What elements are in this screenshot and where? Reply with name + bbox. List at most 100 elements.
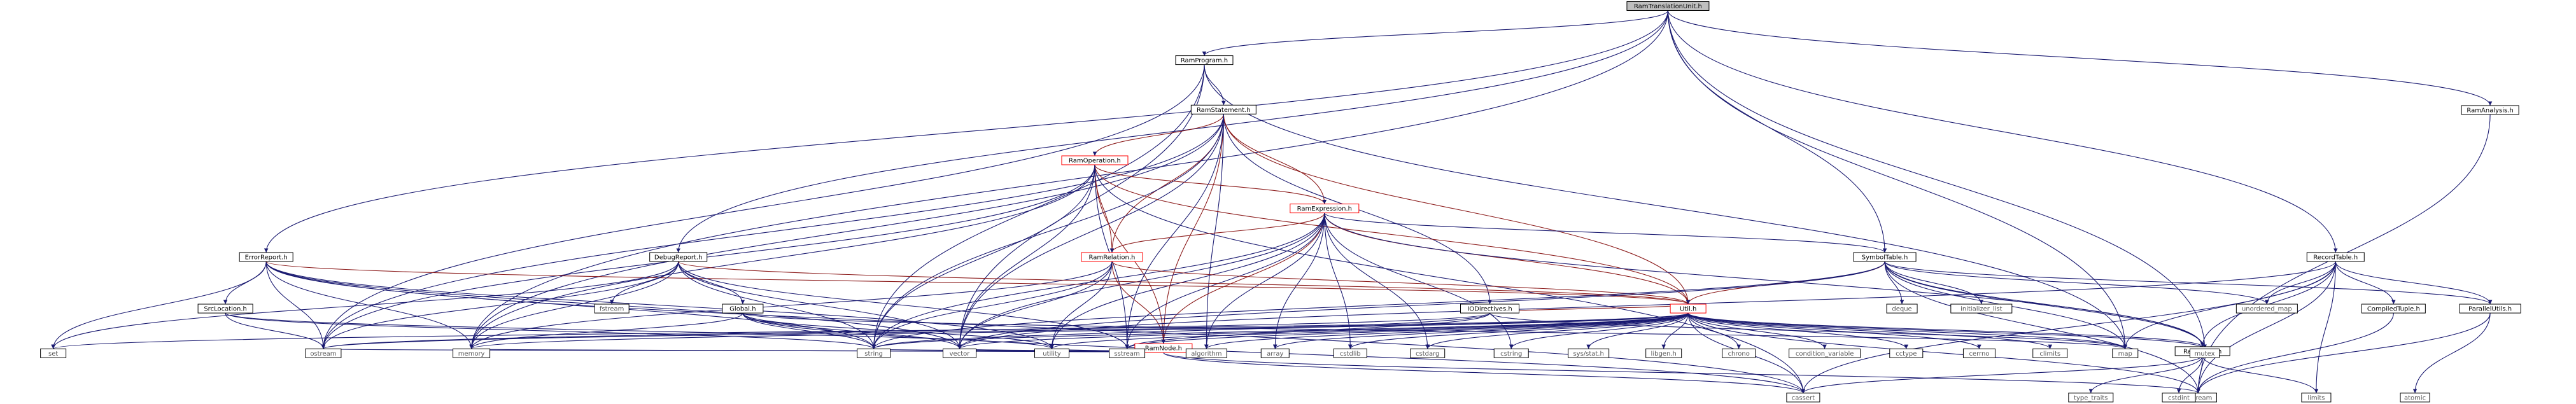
node-condvar[interactable]: condition_variable <box>1789 348 1861 358</box>
node-cassert[interactable]: cassert <box>1786 393 1820 403</box>
node-expression[interactable]: RamExpression.h <box>1290 204 1360 214</box>
node-fstream[interactable]: fstream <box>594 303 630 314</box>
node-box-deque[interactable] <box>1886 303 1918 314</box>
node-cerrno[interactable]: cerrno <box>1962 348 1995 358</box>
node-memory[interactable]: memory <box>453 348 491 358</box>
node-map[interactable]: map <box>2112 348 2139 358</box>
node-algorithm[interactable]: algorithm <box>1185 348 1227 358</box>
node-parallelutils[interactable]: ParallelUtils.h <box>2459 303 2521 314</box>
node-box-sysstat[interactable] <box>1568 348 1610 358</box>
node-debugreport[interactable]: DebugReport.h <box>649 252 708 262</box>
node-unorderedmap[interactable]: unordered_map <box>2235 303 2298 314</box>
node-box-ostream[interactable] <box>305 348 342 358</box>
node-box-cstdint[interactable] <box>2162 393 2196 403</box>
node-box-unorderedmap[interactable] <box>2235 303 2298 314</box>
node-box-libgen[interactable] <box>1645 348 1682 358</box>
node-box-chrono[interactable] <box>1722 348 1756 358</box>
node-relation[interactable]: RamRelation.h <box>1081 252 1143 262</box>
node-compiledtuple[interactable]: CompiledTuple.h <box>2361 303 2426 314</box>
node-cstring[interactable]: cstring <box>1493 348 1529 358</box>
node-box-srcloc[interactable] <box>197 303 253 314</box>
node-sysstat[interactable]: sys/stat.h <box>1568 348 1610 358</box>
edge-expression-to-ramnode <box>1161 212 1325 344</box>
node-libgen[interactable]: libgen.h <box>1645 348 1682 358</box>
node-box-typetraits[interactable] <box>2068 393 2114 403</box>
node-box-set[interactable] <box>40 348 67 358</box>
node-box-errorreport[interactable] <box>239 252 293 262</box>
node-label-util: Util.h <box>1680 306 1696 313</box>
node-box-fstream[interactable] <box>594 303 630 314</box>
node-typetraits[interactable]: type_traits <box>2068 393 2114 403</box>
node-box-global[interactable] <box>722 303 764 314</box>
node-box-expression[interactable] <box>1290 204 1360 214</box>
node-recordtable[interactable]: RecordTable.h <box>2306 252 2365 262</box>
node-box-symboltable[interactable] <box>1853 252 1917 262</box>
node-box-cerrno[interactable] <box>1962 348 1995 358</box>
node-box-cassert[interactable] <box>1786 393 1820 403</box>
node-array[interactable]: array <box>1260 348 1290 358</box>
node-cctype[interactable]: cctype <box>1889 348 1924 358</box>
node-box-string[interactable] <box>857 348 891 358</box>
node-climits[interactable]: climits <box>2032 348 2068 358</box>
node-box-cstdlib[interactable] <box>1333 348 1367 358</box>
node-box-root[interactable] <box>1626 1 1710 11</box>
node-vector[interactable]: vector <box>943 348 977 358</box>
node-box-cstdarg[interactable] <box>1410 348 1446 358</box>
node-box-map[interactable] <box>2112 348 2139 358</box>
node-box-array[interactable] <box>1260 348 1290 358</box>
node-operation[interactable]: RamOperation.h <box>1061 155 1129 165</box>
node-initlist[interactable]: initializer_list <box>1950 303 2013 314</box>
node-set[interactable]: set <box>40 348 67 358</box>
node-box-algorithm[interactable] <box>1185 348 1227 358</box>
node-symboltable[interactable]: SymbolTable.h <box>1853 252 1917 262</box>
node-box-cctype[interactable] <box>1889 348 1924 358</box>
node-box-compiledtuple[interactable] <box>2361 303 2426 314</box>
node-box-utility[interactable] <box>1034 348 1070 358</box>
edge-errorreport-to-srcloc <box>223 261 267 305</box>
node-program[interactable]: RamProgram.h <box>1175 55 1234 66</box>
node-ostream[interactable]: ostream <box>305 348 342 358</box>
node-box-condvar[interactable] <box>1789 348 1861 358</box>
node-statement[interactable]: RamStatement.h <box>1190 104 1256 115</box>
node-box-debugreport[interactable] <box>649 252 708 262</box>
node-mutex[interactable]: mutex <box>2190 348 2220 358</box>
node-ramnode[interactable]: RamNode.h <box>1134 343 1193 353</box>
node-sstream[interactable]: sstream <box>1109 348 1146 358</box>
node-box-cstring[interactable] <box>1493 348 1529 358</box>
node-box-ramanalysis[interactable] <box>2461 105 2519 115</box>
node-box-program[interactable] <box>1175 55 1234 66</box>
node-box-limits[interactable] <box>2301 393 2332 403</box>
node-cstdint[interactable]: cstdint <box>2162 393 2196 403</box>
node-cstdarg[interactable]: cstdarg <box>1410 348 1446 358</box>
node-box-iodirectives[interactable] <box>1460 303 1520 314</box>
node-utility[interactable]: utility <box>1034 348 1070 358</box>
node-errorreport[interactable]: ErrorReport.h <box>239 252 293 262</box>
node-box-parallelutils[interactable] <box>2459 303 2521 314</box>
node-box-vector[interactable] <box>943 348 977 358</box>
node-box-relation[interactable] <box>1081 252 1143 262</box>
node-box-operation[interactable] <box>1061 155 1129 165</box>
node-box-climits[interactable] <box>2032 348 2068 358</box>
edge-program-to-statement <box>1204 64 1226 106</box>
node-cstdlib[interactable]: cstdlib <box>1333 348 1367 358</box>
node-box-statement[interactable] <box>1190 104 1256 115</box>
node-ramanalysis[interactable]: RamAnalysis.h <box>2461 105 2519 115</box>
node-chrono[interactable]: chrono <box>1722 348 1756 358</box>
node-box-memory[interactable] <box>453 348 491 358</box>
node-box-sstream[interactable] <box>1109 348 1146 358</box>
node-box-initlist[interactable] <box>1950 303 2013 314</box>
node-global[interactable]: Global.h <box>722 303 764 314</box>
node-iodirectives[interactable]: IODirectives.h <box>1460 303 1520 314</box>
node-box-ramnode[interactable] <box>1134 343 1193 353</box>
node-limits[interactable]: limits <box>2301 393 2332 403</box>
node-srcloc[interactable]: SrcLocation.h <box>197 303 253 314</box>
node-box-util[interactable] <box>1670 303 1707 314</box>
node-box-recordtable[interactable] <box>2306 252 2365 262</box>
node-string[interactable]: string <box>857 348 891 358</box>
node-atomic[interactable]: atomic <box>2400 393 2430 403</box>
node-util[interactable]: Util.h <box>1670 303 1707 314</box>
node-root[interactable]: RamTranslationUnit.h <box>1626 1 1710 11</box>
node-box-mutex[interactable] <box>2190 348 2220 358</box>
node-box-atomic[interactable] <box>2400 393 2430 403</box>
node-deque[interactable]: deque <box>1886 303 1918 314</box>
